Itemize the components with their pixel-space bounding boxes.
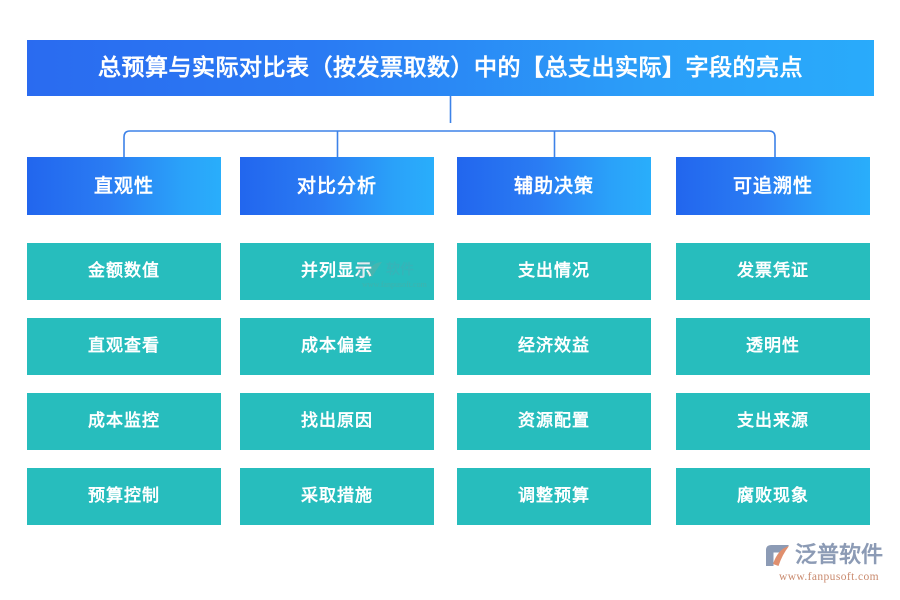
cell-1-1[interactable]: 金额数值 [27, 243, 221, 300]
cell-label: 资源配置 [518, 411, 590, 431]
cell-label: 预算控制 [88, 486, 160, 506]
cell-3-1[interactable]: 支出情况 [457, 243, 651, 300]
cell-label: 金额数值 [88, 261, 160, 281]
cell-1-2[interactable]: 直观查看 [27, 318, 221, 375]
cell-label: 直观查看 [88, 336, 160, 356]
cell-label: 支出来源 [737, 411, 809, 431]
cell-label: 成本监控 [88, 411, 160, 431]
cell-4-3[interactable]: 支出来源 [676, 393, 870, 450]
cell-2-1[interactable]: 并列显示 [240, 243, 434, 300]
column-header-label: 对比分析 [296, 174, 377, 197]
cell-label: 采取措施 [301, 486, 373, 506]
column-3: 辅助决策 支出情况 经济效益 资源配置 调整预算 [457, 157, 651, 543]
chart-title-banner: 总预算与实际对比表（按发票取数）中的【总支出实际】字段的亮点 [27, 40, 874, 96]
brand-url-text: www.fanpusoft.com [779, 571, 879, 583]
cell-2-3[interactable]: 找出原因 [240, 393, 434, 450]
chart-title-text: 总预算与实际对比表（按发票取数）中的【总支出实际】字段的亮点 [98, 54, 803, 81]
brand-name-text: 泛普软件 [795, 543, 884, 568]
cell-label: 腐败现象 [737, 486, 809, 506]
column-header-1[interactable]: 直观性 [27, 157, 221, 215]
column-header-2[interactable]: 对比分析 [240, 157, 434, 215]
column-header-label: 可追溯性 [732, 174, 813, 197]
column-4: 可追溯性 发票凭证 透明性 支出来源 腐败现象 [676, 157, 870, 543]
cell-label: 透明性 [746, 336, 800, 356]
brand-logo: 泛普软件 www.fanpusoft.com [762, 541, 890, 589]
column-header-label: 辅助决策 [513, 174, 594, 197]
brand-row: 泛普软件 [762, 541, 883, 571]
cell-4-2[interactable]: 透明性 [676, 318, 870, 375]
cell-label: 经济效益 [518, 336, 590, 356]
cell-3-2[interactable]: 经济效益 [457, 318, 651, 375]
column-header-label: 直观性 [93, 174, 154, 197]
connector-bracket [123, 96, 776, 157]
fanpu-logo-icon [766, 545, 789, 566]
cell-4-1[interactable]: 发票凭证 [676, 243, 870, 300]
cell-label: 发票凭证 [737, 261, 809, 281]
connector-bar [123, 130, 776, 157]
cell-label: 找出原因 [301, 411, 373, 431]
column-1: 直观性 金额数值 直观查看 成本监控 预算控制 [27, 157, 221, 543]
cell-2-4[interactable]: 采取措施 [240, 468, 434, 525]
cell-label: 成本偏差 [301, 336, 373, 356]
cell-1-4[interactable]: 预算控制 [27, 468, 221, 525]
cell-label: 并列显示 [301, 261, 373, 281]
column-header-3[interactable]: 辅助决策 [457, 157, 651, 215]
column-2: 对比分析 并列显示 成本偏差 找出原因 采取措施 [240, 157, 434, 543]
cell-3-4[interactable]: 调整预算 [457, 468, 651, 525]
cell-2-2[interactable]: 成本偏差 [240, 318, 434, 375]
cell-label: 调整预算 [518, 486, 590, 506]
cell-label: 支出情况 [518, 261, 590, 281]
cell-4-4[interactable]: 腐败现象 [676, 468, 870, 525]
column-header-4[interactable]: 可追溯性 [676, 157, 870, 215]
cell-3-3[interactable]: 资源配置 [457, 393, 651, 450]
cell-1-3[interactable]: 成本监控 [27, 393, 221, 450]
